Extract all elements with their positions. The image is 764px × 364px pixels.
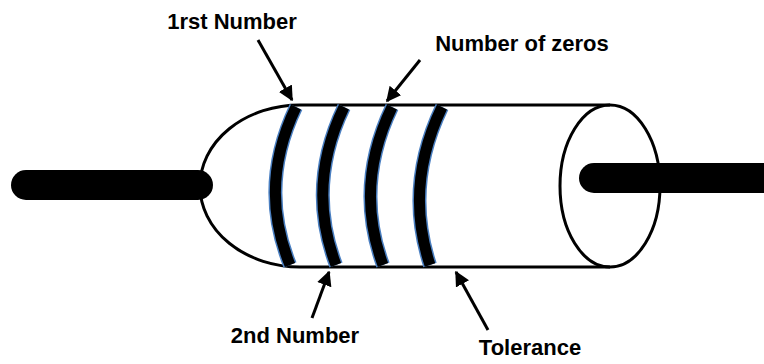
right-lead	[594, 163, 764, 193]
color-bands	[275, 107, 442, 265]
band-label: 1rst Number	[167, 9, 297, 35]
leader-arrows	[258, 40, 488, 330]
band-label: 2nd Number	[231, 323, 359, 349]
band-label: Number of zeros	[435, 31, 609, 57]
band-label: Tolerance	[479, 335, 581, 361]
left-lead	[26, 170, 198, 200]
